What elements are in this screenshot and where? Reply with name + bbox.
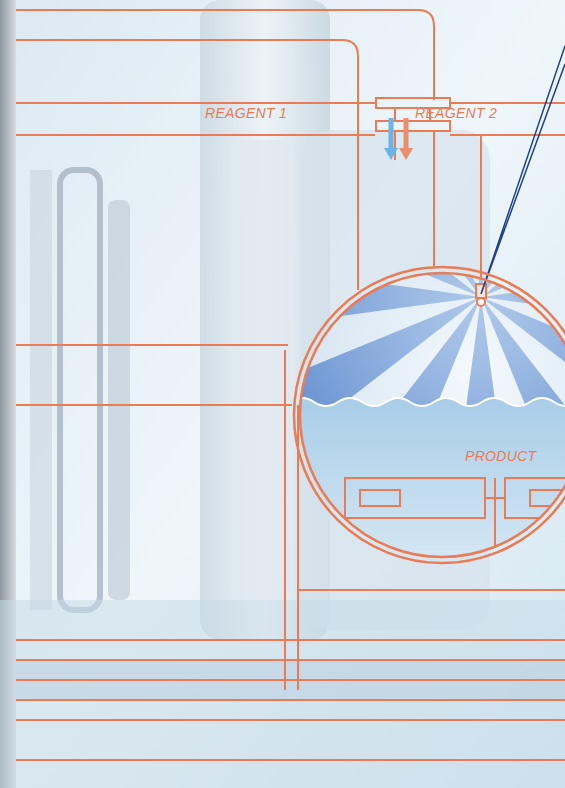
text-label: PRODUCT	[465, 448, 536, 464]
vessel-wall	[300, 273, 565, 557]
flow-label: REAGENT 2	[415, 105, 497, 121]
flow-label: REAGENT 1	[205, 105, 287, 121]
vessel-wall	[294, 267, 565, 563]
vessel-outline	[292, 265, 565, 565]
reactor-vessel: PRODUCT	[292, 265, 565, 565]
